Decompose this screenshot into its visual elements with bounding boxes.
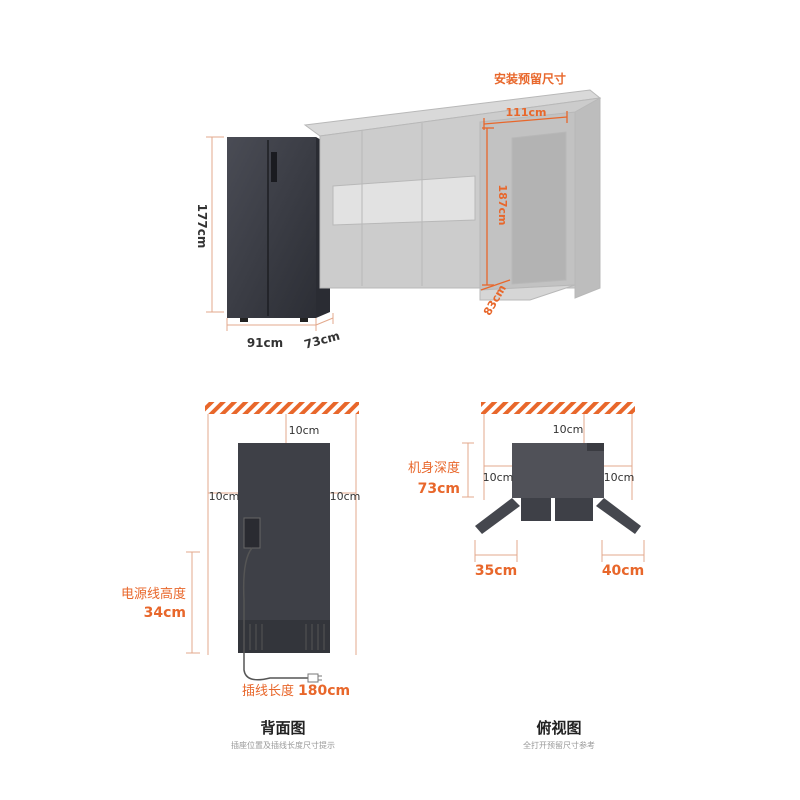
back-wall-hatch <box>205 402 359 414</box>
fridge-height-label: 177cm <box>195 204 209 249</box>
back-view-guides <box>186 414 357 655</box>
plug-length-value: 180cm <box>298 683 350 699</box>
back-left-gap: 10cm <box>209 490 240 503</box>
install-title: 安装预留尺寸 <box>494 71 566 86</box>
fridge-top-down <box>475 443 641 534</box>
cord-height-value: 34cm <box>144 605 186 621</box>
top-view-caption: 俯视图 <box>536 719 581 737</box>
plug-length-label: 插线长度 <box>242 683 294 699</box>
body-depth-label: 机身深度 <box>408 460 460 476</box>
top-left-gap: 10cm <box>483 471 514 484</box>
fridge-width-label: 91cm <box>247 336 283 350</box>
fridge-width-dimension <box>226 313 334 331</box>
fridge-height-dimension <box>206 136 224 313</box>
fridge-back <box>238 443 330 653</box>
back-view-subcaption: 插座位置及插线长度尺寸提示 <box>231 740 335 750</box>
back-right-gap: 10cm <box>330 490 361 503</box>
fridge-3d <box>227 137 330 322</box>
body-depth-value: 73cm <box>418 481 460 497</box>
back-top-gap: 10cm <box>289 424 320 437</box>
top-view-guides <box>462 414 645 562</box>
top-top-gap: 10cm <box>553 423 584 436</box>
niche-width-label: 111cm <box>506 106 547 119</box>
niche-height-label: 187cm <box>496 185 509 226</box>
right-door-clearance: 40cm <box>602 563 644 579</box>
top-right-gap: 10cm <box>604 471 635 484</box>
niche-dimensions <box>480 111 568 291</box>
plug-icon <box>307 673 322 683</box>
left-door-clearance: 35cm <box>475 563 517 579</box>
power-cord <box>242 547 308 681</box>
fridge-depth-label: 73cm <box>303 329 342 352</box>
back-view-caption: 背面图 <box>260 719 305 737</box>
cabinet-niche <box>303 89 602 301</box>
top-view-subcaption: 全打开预留尺寸参考 <box>523 740 595 750</box>
cord-height-label: 电源线高度 <box>121 586 186 602</box>
top-wall-hatch <box>481 402 635 414</box>
